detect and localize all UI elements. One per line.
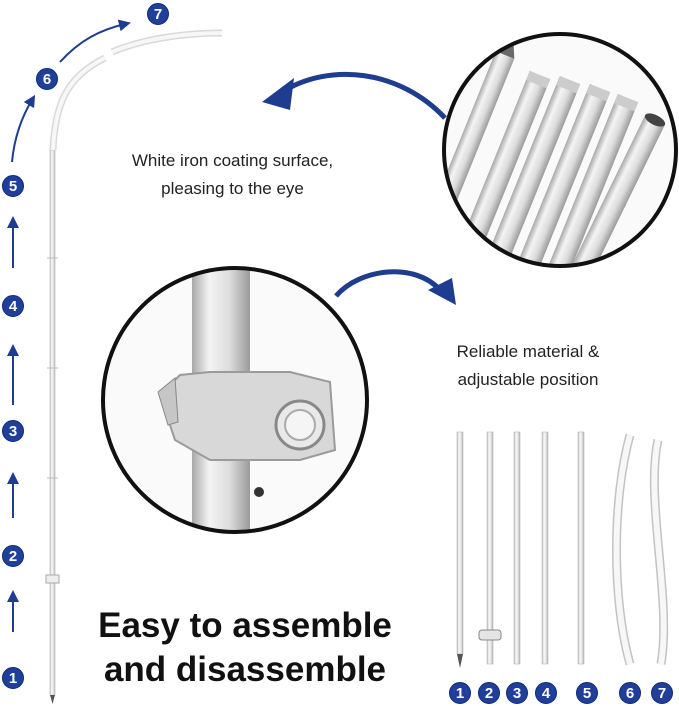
curved-arrow-top xyxy=(262,71,447,120)
coating-caption-line1: White iron coating surface, xyxy=(131,151,334,170)
part-badge-4: 4 xyxy=(535,682,557,704)
coating-caption: White iron coating surface, pleasing to … xyxy=(100,147,365,203)
part-badge-5: 5 xyxy=(576,682,598,704)
part-badge-1: 1 xyxy=(449,682,471,704)
curved-arrow-middle xyxy=(334,269,456,305)
assembled-pole xyxy=(45,29,223,704)
detail-circle-clamp xyxy=(101,266,369,534)
material-caption: Reliable material & adjustable position xyxy=(432,338,624,394)
headline-line1: Easy to assemble xyxy=(98,606,392,645)
detail-circle-poles xyxy=(442,32,678,268)
material-caption-line2: adjustable position xyxy=(457,370,599,389)
step-badge-2: 2 xyxy=(2,545,24,567)
headline: Easy to assemble and disassemble xyxy=(65,604,425,692)
step-badge-4: 4 xyxy=(2,295,24,317)
coating-caption-line2: pleasing to the eye xyxy=(161,179,304,198)
step-badge-1: 1 xyxy=(2,667,24,689)
step-badge-7: 7 xyxy=(147,3,169,25)
step-badge-3: 3 xyxy=(2,420,24,442)
part-badge-6: 6 xyxy=(619,682,641,704)
part-badge-7: 7 xyxy=(651,682,673,704)
part-badge-3: 3 xyxy=(506,682,528,704)
step-badge-6: 6 xyxy=(36,68,58,90)
part-badge-2: 2 xyxy=(478,682,500,704)
headline-line2: and disassemble xyxy=(103,650,387,689)
material-caption-line1: Reliable material & xyxy=(456,342,600,361)
step-badge-5: 5 xyxy=(2,175,24,197)
assembly-arrows xyxy=(7,19,131,632)
parts-row xyxy=(456,431,669,668)
